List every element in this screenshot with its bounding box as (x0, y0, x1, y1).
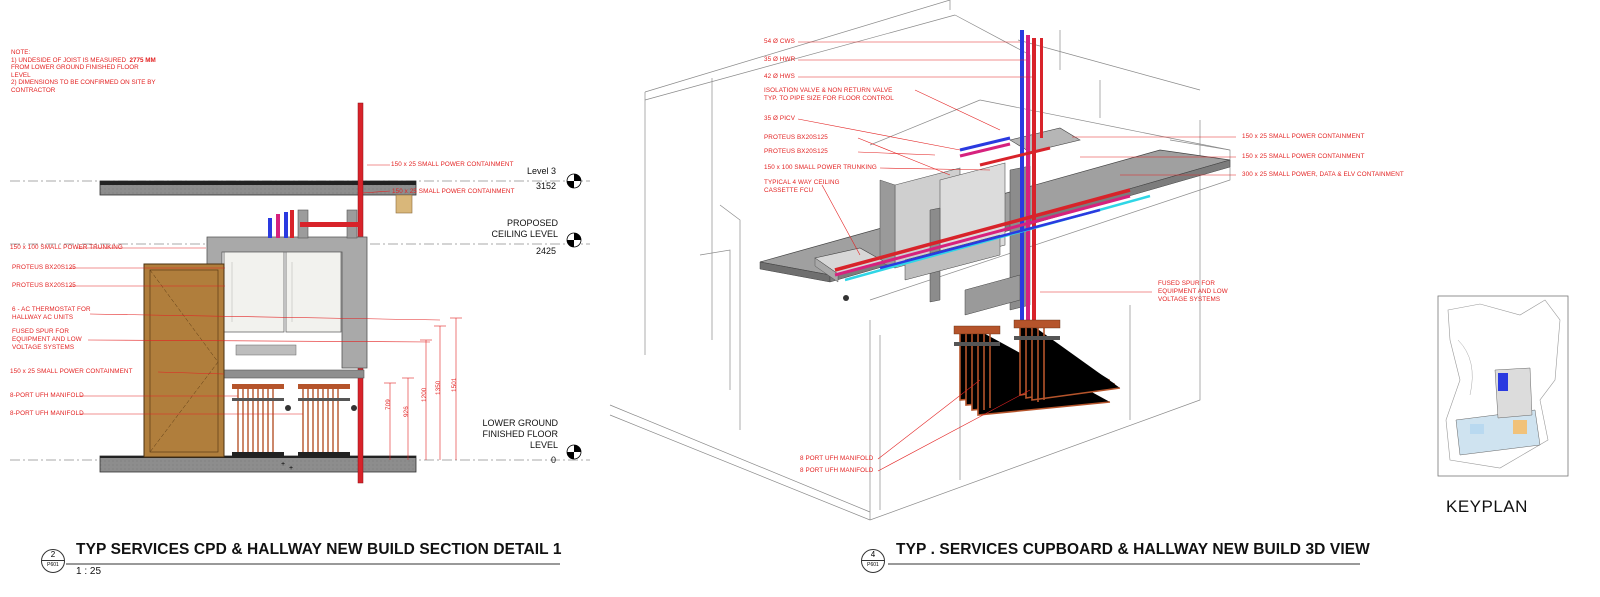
view-bubble: 2 P601 (41, 549, 65, 573)
level-marker-floor (566, 444, 582, 460)
label-manifold: 8 PORT UFH MANIFOLD (800, 467, 874, 474)
label-manifold: 8-PORT UFH MANIFOLD (10, 410, 84, 417)
label-line: HALLWAY AC UNITS (12, 314, 74, 321)
label-containment: 150 x 25 SMALL POWER CONTAINMENT (1242, 153, 1365, 160)
label-line: VOLTAGE SYSTEMS (12, 344, 75, 351)
label-containment: 150 x 25 SMALL POWER CONTAINMENT (10, 368, 133, 375)
note-line: CONTRACTOR (11, 86, 56, 94)
general-note: NOTE: 1) UNDESIDE OF JOIST IS MEASURED 2… (11, 49, 156, 95)
isometric-services (759, 30, 1231, 416)
label-line: TYPICAL 4 WAY CEILING (764, 179, 840, 186)
note-line: FROM LOWER GROUND FINISHED FLOOR (11, 64, 139, 72)
label-line: CASSETTE FCU (764, 187, 814, 194)
label-trunking: 150 x 100 SMALL POWER TRUNKING (10, 244, 123, 251)
note-heading: NOTE: (11, 49, 31, 56)
keyplan-label: KEYPLAN (1446, 497, 1528, 516)
label-fused-spur: FUSED SPUR FOR EQUIPMENT AND LOW VOLTAGE… (1158, 280, 1228, 304)
floor-level-value: 0 (550, 455, 556, 465)
section-detail: + + (10, 102, 590, 565)
label-manifold: 8 PORT UFH MANIFOLD (800, 455, 874, 462)
floor-level-name: LOWER GROUND FINISHED FLOOR LEVEL (482, 418, 558, 451)
sheet-ref: P601 (867, 562, 879, 568)
label-hwr: 35 Ø HWR (764, 56, 796, 63)
dimension-1501: 1501 (451, 377, 458, 392)
label-proteus: PROTEUS BX20S125 (764, 134, 828, 141)
label-line: TYP. TO PIPE SIZE FOR FLOOR CONTROL (764, 95, 894, 102)
level-line: LOWER GROUND (482, 418, 558, 428)
label-line: EQUIPMENT AND LOW (12, 336, 82, 343)
view-bubble: 4 P601 (861, 549, 885, 573)
note-text: 1) UNDESIDE OF JOIST IS MEASURED (11, 56, 126, 64)
view3d-title: TYP . SERVICES CUPBOARD & HALLWAY NEW BU… (896, 541, 1370, 558)
label-cws: 54 Ø CWS (764, 38, 795, 45)
isometric-view (609, 0, 1231, 521)
label-containment-top: 150 x 25 SMALL POWER CONTAINMENT (392, 188, 515, 195)
level-line: FINISHED FLOOR (482, 429, 558, 439)
view-number: 2 (42, 550, 64, 561)
level-line: LEVEL (529, 440, 558, 450)
svg-text:+: + (289, 465, 293, 472)
level-line: CEILING LEVEL (491, 229, 558, 239)
ceiling-level-value: 2425 (535, 246, 556, 256)
label-isolation-valve: ISOLATION VALVE & NON RETURN VALVE TYP. … (764, 87, 894, 103)
note-value: 2775 MM (129, 56, 156, 64)
label-proteus: PROTEUS BX20S125 (12, 264, 76, 271)
note-line: 2) DIMENSIONS TO BE CONFIRMED ON SITE BY (11, 79, 156, 87)
dimension-926: 926 (403, 406, 410, 417)
sheet-ref: P601 (47, 562, 59, 568)
dimension-1350: 1350 (435, 380, 442, 395)
label-trunking: 150 x 100 SMALL POWER TRUNKING (764, 164, 877, 171)
label-picv: 35 Ø PICV (764, 115, 795, 122)
level-line: PROPOSED (506, 218, 558, 228)
note-line: LEVEL (11, 71, 31, 79)
label-line: ISOLATION VALVE & NON RETURN VALVE (764, 87, 893, 94)
keyplan-map (1437, 295, 1569, 477)
label-line: 6 - AC THERMOSTAT FOR (12, 306, 91, 313)
view-number: 4 (862, 550, 884, 561)
level-marker-ceiling (566, 232, 582, 248)
label-containment: 300 x 25 SMALL POWER, DATA & ELV CONTAIN… (1242, 171, 1404, 178)
note-line: 1) UNDESIDE OF JOIST IS MEASURED 2775 MM (11, 57, 156, 65)
dimension-1200: 1200 (421, 387, 428, 402)
dimension-709: 709 (385, 399, 392, 410)
level3-name: Level 3 (526, 166, 556, 176)
label-line: FUSED SPUR FOR (1158, 280, 1216, 287)
label-line: VOLTAGE SYSTEMS (1158, 296, 1221, 303)
label-proteus: PROTEUS BX20S125 (764, 148, 828, 155)
level3-value: 3152 (535, 181, 556, 191)
section-scale: 1 : 25 (76, 566, 102, 577)
label-line: EQUIPMENT AND LOW (1158, 288, 1228, 295)
label-manifold: 8-PORT UFH MANIFOLD (10, 392, 84, 399)
svg-text:+: + (281, 461, 285, 468)
label-proteus: PROTEUS BX20S125 (12, 282, 76, 289)
section-title: TYP SERVICES CPD & HALLWAY NEW BUILD SEC… (76, 541, 562, 558)
label-containment: 150 x 25 SMALL POWER CONTAINMENT (1242, 133, 1365, 140)
label-line: FUSED SPUR FOR (12, 328, 70, 335)
label-fused-spur: FUSED SPUR FOR EQUIPMENT AND LOW VOLTAGE… (12, 328, 82, 352)
label-fcu: TYPICAL 4 WAY CEILING CASSETTE FCU (764, 179, 840, 195)
label-thermostat: 6 - AC THERMOSTAT FOR HALLWAY AC UNITS (12, 306, 91, 322)
label-hws: 42 Ø HWS (764, 73, 795, 80)
ceiling-level-name: PROPOSED CEILING LEVEL (491, 218, 558, 240)
level-marker-level3 (566, 173, 582, 189)
label-containment-top: 150 x 25 SMALL POWER CONTAINMENT (391, 161, 514, 168)
